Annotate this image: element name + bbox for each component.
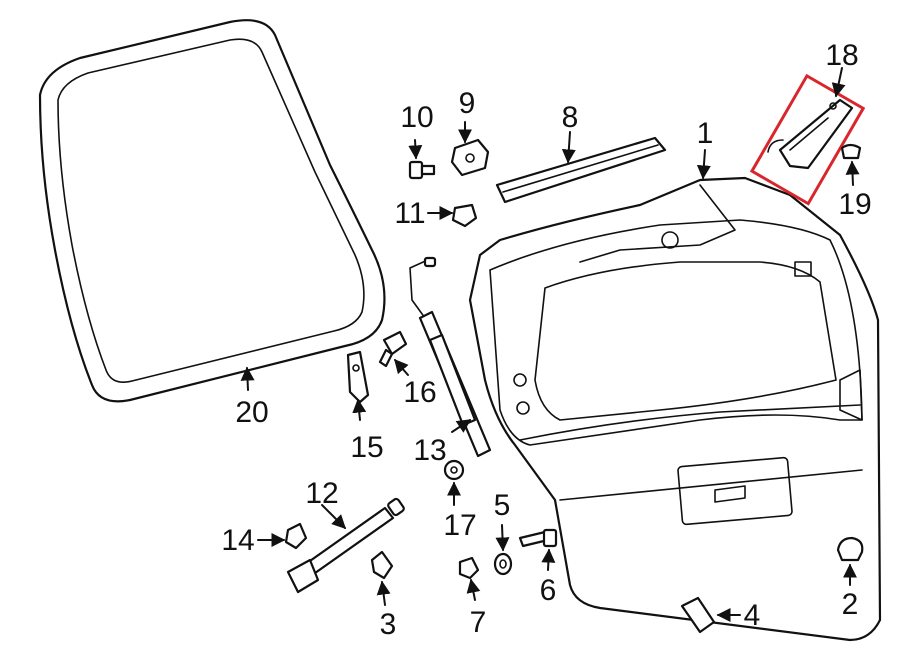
part-11-nut[interactable] — [451, 203, 478, 228]
callout-19: 19 — [838, 188, 871, 221]
callout-15: 15 — [350, 431, 383, 464]
part-19-clip[interactable] — [840, 143, 862, 160]
part-5-washer[interactable] — [493, 552, 513, 576]
callout-14: 14 — [221, 524, 254, 557]
part-14-clip[interactable] — [284, 522, 308, 550]
part-2-bumper[interactable] — [836, 536, 864, 562]
callout-12: 12 — [305, 477, 338, 510]
part-18-hinge[interactable] — [749, 73, 866, 206]
part-4-switch[interactable] — [680, 596, 716, 634]
callout-16: 16 — [403, 376, 436, 409]
part-13-strut[interactable] — [409, 256, 492, 458]
callout-6: 6 — [540, 574, 557, 607]
part-6-bolt[interactable] — [518, 528, 558, 548]
callout-8: 8 — [562, 101, 579, 134]
part-12-strut[interactable] — [286, 497, 405, 594]
part-9-bracket[interactable] — [450, 138, 490, 177]
callout-5: 5 — [494, 489, 511, 522]
callout-3: 3 — [380, 608, 397, 641]
callout-4: 4 — [744, 599, 761, 632]
part-3-clip[interactable] — [370, 550, 394, 580]
callout-13: 13 — [413, 434, 446, 467]
part-1-liftgate[interactable] — [468, 176, 882, 642]
part-20-weatherstrip[interactable] — [38, 19, 386, 403]
part-7-nut[interactable] — [458, 556, 480, 580]
callout-10: 10 — [400, 101, 433, 134]
part-16-bolt[interactable] — [378, 330, 408, 368]
callout-18: 18 — [825, 39, 858, 72]
part-10-bolt[interactable] — [408, 160, 436, 180]
callout-2: 2 — [842, 588, 859, 621]
callout-17: 17 — [443, 509, 476, 542]
callout-7: 7 — [470, 606, 487, 639]
part-15-hinge[interactable] — [346, 350, 370, 404]
callout-11: 11 — [394, 197, 425, 230]
callout-1: 1 — [697, 117, 714, 150]
callout-20: 20 — [235, 396, 268, 429]
callout-9: 9 — [459, 87, 476, 120]
part-8-spoiler[interactable] — [495, 136, 667, 204]
part-17-washer[interactable] — [443, 459, 465, 481]
